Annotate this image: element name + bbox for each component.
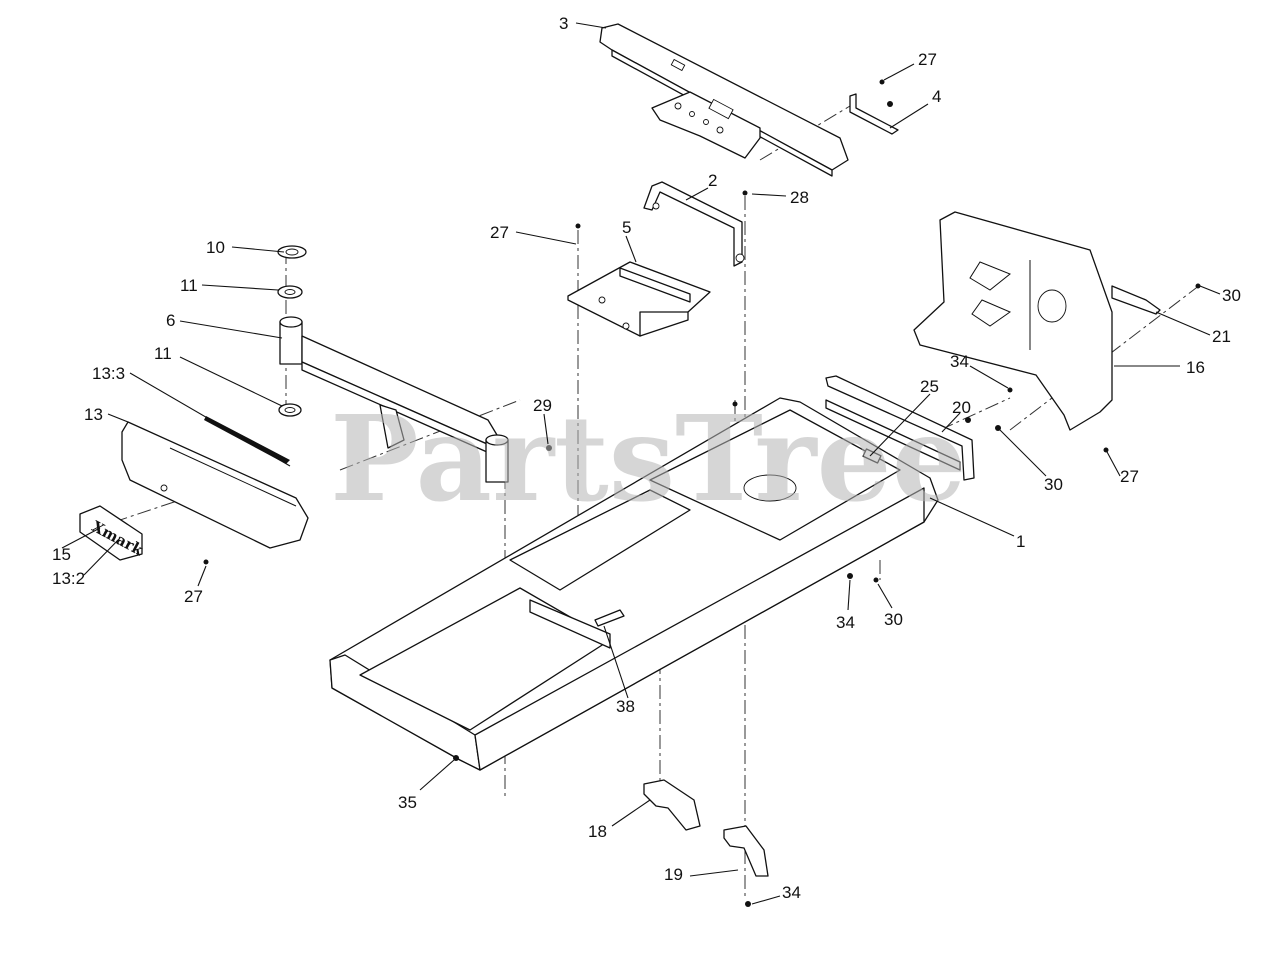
part-6-front-axle: [277, 245, 509, 483]
part-16-rear-shield: [913, 211, 1113, 431]
callout-27: 27: [184, 587, 203, 606]
callout-5: 5: [622, 218, 631, 237]
callout-10: 10: [206, 238, 225, 257]
callout-30: 30: [884, 610, 903, 629]
leader-lines: [61, 22, 1221, 905]
callout-13: 13: [84, 405, 103, 424]
callout-16: 16: [1186, 358, 1205, 377]
part-21-bracket: [1111, 285, 1161, 315]
callout-28: 28: [790, 188, 809, 207]
callout-34: 34: [836, 613, 855, 632]
callout-11: 11: [154, 344, 172, 363]
callout-1: 1: [1016, 532, 1025, 551]
callout-27: 27: [1120, 467, 1139, 486]
callout-15: 15: [52, 545, 71, 564]
callout-30: 30: [1222, 286, 1241, 305]
part-19-bracket: [723, 825, 769, 907]
callout-labels: 3 27 4 2 28 27 5 10 11 6 11 13:3 13 29 1…: [52, 14, 1241, 902]
callout-38: 38: [616, 697, 635, 716]
part-13-front-cover: [121, 416, 309, 549]
callout-30: 30: [1044, 475, 1063, 494]
callout-2: 2: [708, 171, 717, 190]
callout-13-3: 13:3: [92, 364, 125, 383]
callout-19: 19: [664, 865, 683, 884]
callout-34: 34: [950, 352, 969, 371]
part-18-bracket: [643, 779, 701, 831]
callout-35: 35: [398, 793, 417, 812]
callout-29: 29: [533, 396, 552, 415]
callout-18: 18: [588, 822, 607, 841]
callout-25: 25: [920, 377, 939, 396]
callout-6: 6: [166, 311, 175, 330]
watermark: PartsTree: [330, 389, 967, 528]
part-4-bracket: [849, 79, 899, 135]
part-2-bracket: [643, 181, 748, 267]
callout-13-2: 13:2: [52, 569, 85, 588]
callout-11: 11: [180, 276, 198, 295]
callout-20: 20: [952, 398, 971, 417]
part-3-cross-beam: [599, 23, 849, 177]
callout-34: 34: [782, 883, 801, 902]
callout-21: 21: [1212, 327, 1231, 346]
callout-27: 27: [490, 223, 509, 242]
part-5-plate: [567, 223, 711, 337]
callout-3: 3: [559, 14, 568, 33]
part-20-bracket: [825, 375, 975, 481]
callout-27: 27: [918, 50, 937, 69]
part-1-main-frame: [329, 397, 939, 771]
callout-4: 4: [932, 87, 941, 106]
